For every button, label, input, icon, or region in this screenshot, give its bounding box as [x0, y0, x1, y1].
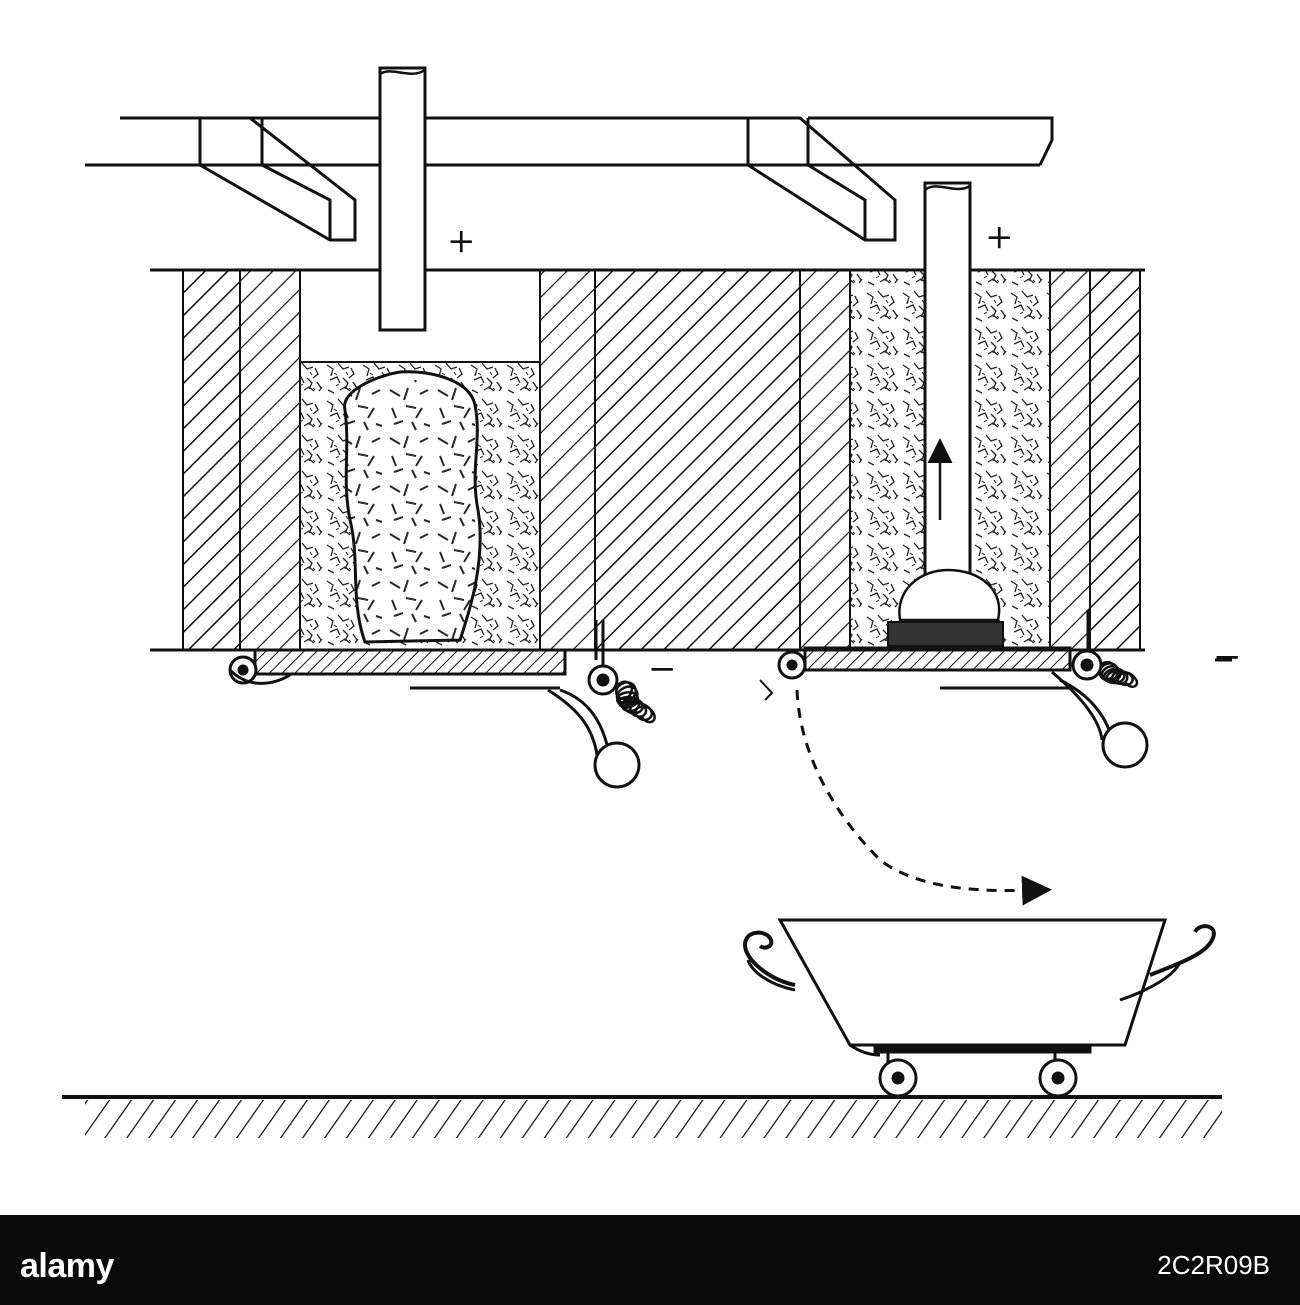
middle-block: [594, 269, 801, 651]
right-outer-wall: [1089, 269, 1141, 651]
ground: [62, 1095, 1222, 1138]
footer-bar: [0, 1215, 1300, 1305]
metal-globule: [898, 568, 1001, 622]
middle-right-wall: [799, 269, 851, 651]
left-anode-label: +: [447, 221, 476, 261]
right-electrode: [887, 181, 1004, 647]
left-inner-wall: [239, 269, 301, 651]
drop-trajectory: [795, 689, 1052, 906]
right-inner-wall: [1049, 269, 1091, 651]
left-bottom-door: [228, 620, 656, 789]
left-outer-wall: [182, 269, 241, 651]
right-cathode-label: −: [1213, 637, 1242, 677]
right-bottom-door: [777, 610, 1232, 769]
electric-furnace-illustration: + + − −: [62, 66, 1242, 1138]
collection-wagon: [742, 918, 1216, 1098]
image-id-label: 2C2R09B: [1157, 1250, 1270, 1280]
middle-left-wall: [539, 269, 596, 651]
left-electrode: [378, 66, 427, 332]
metal-ingot: [887, 621, 1004, 647]
left-cathode-label: −: [648, 649, 677, 689]
right-anode-label: +: [985, 217, 1014, 257]
overhead-bus-bar: [85, 116, 1054, 242]
alamy-watermark: alamy: [20, 1247, 114, 1285]
